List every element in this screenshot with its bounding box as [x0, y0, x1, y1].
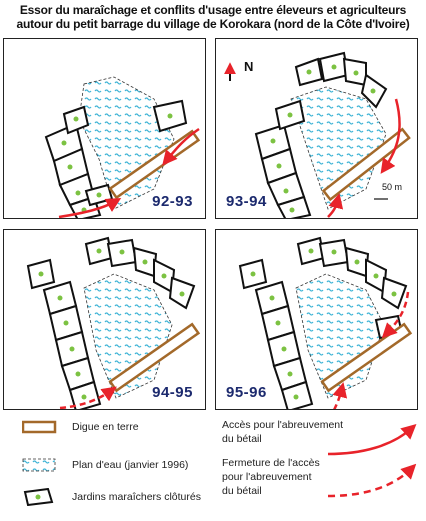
map-drawing-92-93: [44, 76, 201, 218]
water-body: [78, 76, 175, 210]
water-legend-icon: [22, 458, 56, 472]
closure-arrow: [59, 386, 117, 409]
title-line-1: Essor du maraîchage et conflits d'usage …: [19, 3, 407, 17]
map-title: Essor du maraîchage et conflits d'usage …: [0, 3, 426, 31]
map-panel-93-94: N 50 m 93-94: [215, 38, 418, 219]
dike: [108, 322, 201, 393]
scale-label: 50 m: [382, 182, 403, 192]
panel-label: 95-96: [226, 384, 267, 401]
garden-dots: [250, 248, 397, 400]
access-arrow: [58, 198, 122, 218]
legend-water-label: Plan d'eau (janvier 1996): [72, 459, 189, 471]
dike: [321, 127, 411, 202]
panel-label: 93-94: [226, 193, 267, 210]
panel-label: 94-95: [152, 384, 193, 401]
garden-dots: [270, 64, 376, 213]
access-legend-icon: [327, 423, 417, 456]
panel-label: 92-93: [152, 193, 193, 210]
legend-closure-label: Fermeture de l'accès pour l'abreuvement …: [222, 457, 320, 497]
closure-legend-icon: [327, 463, 417, 498]
north-label: N: [244, 59, 254, 74]
garden-dots: [38, 248, 185, 400]
map-drawing-95-96: [238, 236, 413, 409]
access-arrow: [327, 193, 344, 218]
map-drawing-93-94: [224, 51, 411, 218]
water-body: [290, 86, 387, 210]
dike: [320, 322, 413, 393]
garden-legend-icon: [23, 488, 54, 506]
closure-arrow: [381, 291, 410, 339]
garden-dots: [61, 113, 173, 213]
closure-arrow: [332, 382, 348, 409]
legend-gardens-label: Jardins maraîchers clôturés: [72, 491, 201, 503]
map-drawing-94-95: [26, 236, 201, 409]
legend-access-label: Accès pour l'abreuvement du bétail: [222, 419, 344, 445]
access-arrow: [380, 98, 401, 174]
dike-legend-icon: [22, 420, 57, 434]
map-panel-92-93: 92-93: [3, 38, 206, 219]
legend-dike-label: Digue en terre: [72, 421, 139, 433]
title-line-2: autour du petit barrage du village de Ko…: [16, 17, 410, 31]
map-panel-94-95: 94-95: [3, 229, 206, 410]
legend: Digue en terre Plan d'eau (janvier 1996)…: [0, 412, 426, 521]
access-arrow: [162, 127, 200, 166]
map-panel-95-96: 95-96: [215, 229, 418, 410]
